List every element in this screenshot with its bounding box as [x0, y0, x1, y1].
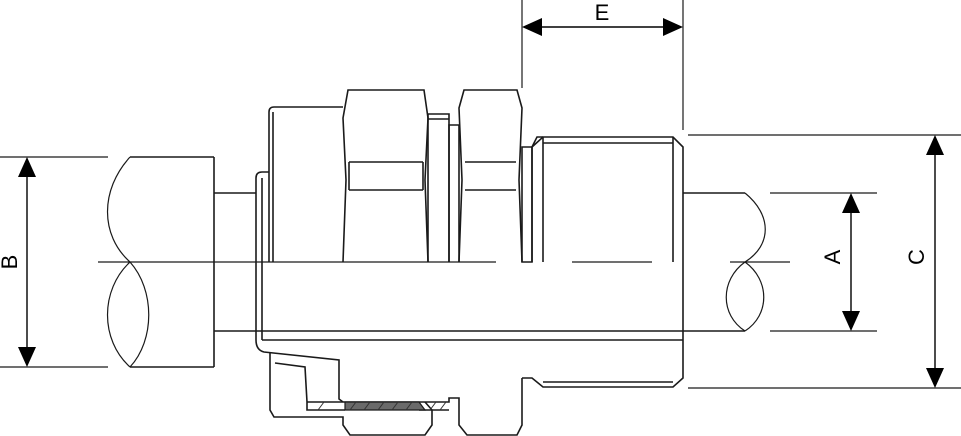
dome-cap	[255, 106, 343, 340]
dimension-label-e: E	[595, 0, 610, 25]
arrow-down-icon	[18, 347, 36, 367]
arrow-up-icon	[842, 193, 860, 213]
arrow-left-icon	[522, 18, 542, 36]
spacer-ring	[427, 113, 460, 262]
cable-inner-right	[683, 192, 766, 332]
dimension-c: C	[688, 134, 961, 389]
cable-inner-left	[214, 192, 256, 332]
arrow-up-icon	[18, 157, 36, 177]
hex-nut-2	[458, 89, 523, 263]
cable-outer-sheath	[98, 156, 215, 368]
arrow-up-icon	[926, 135, 944, 155]
hex-nut-1	[342, 89, 429, 263]
arrow-down-icon	[926, 368, 944, 388]
dimension-label-c: C	[904, 249, 929, 265]
lower-seal-profile	[269, 353, 523, 436]
inner-bore	[255, 330, 683, 403]
entry-thread	[522, 136, 684, 388]
dimension-b: B	[0, 156, 108, 368]
dimension-a: A	[770, 192, 877, 332]
dimension-e: E	[521, 0, 684, 130]
arrow-right-icon	[663, 18, 683, 36]
dimension-label-b: B	[0, 255, 22, 270]
arrow-down-icon	[842, 311, 860, 331]
dimension-label-a: A	[820, 249, 845, 264]
